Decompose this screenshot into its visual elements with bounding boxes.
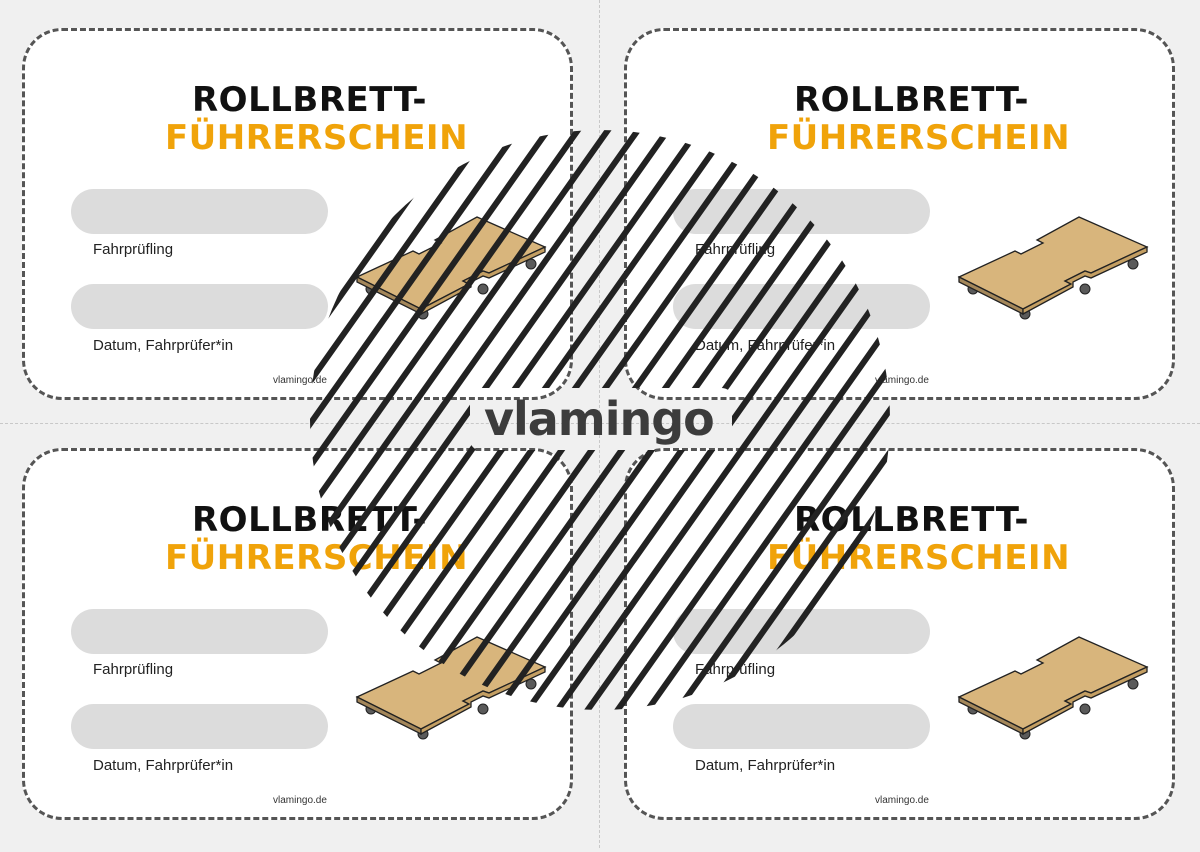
license-card: ROLLBRETT- FÜHRERSCHEIN Fahrprüfling Dat… [22,28,573,400]
rollbrett-icon [955,621,1150,746]
date-examiner-field-label: Datum, Fahrprüfer*in [695,757,836,774]
rollbrett-icon [353,201,548,326]
website-label: vlamingo.de [875,375,929,386]
date-examiner-field[interactable] [71,704,328,749]
date-examiner-field[interactable] [673,704,930,749]
title-line-1: ROLLBRETT- [793,500,1029,540]
name-field-label: Fahrprüfling [695,241,776,258]
license-card: ROLLBRETT- FÜHRERSCHEIN Fahrprüfling Dat… [624,28,1175,400]
website-label: vlamingo.de [875,795,929,806]
card-title: ROLLBRETT- FÜHRERSCHEIN [25,81,570,157]
title-line-2: FÜHRERSCHEIN [164,118,469,158]
title-line-1: ROLLBRETT- [793,80,1029,120]
title-line-2: FÜHRERSCHEIN [766,538,1071,578]
name-field-label: Fahrprüfling [695,661,776,678]
name-field[interactable] [71,189,328,234]
name-field-label: Fahrprüfling [93,661,174,678]
rollbrett-icon [955,201,1150,326]
cut-line-horizontal [0,423,1200,424]
date-examiner-field[interactable] [673,284,930,329]
rollbrett-icon [353,621,548,746]
cut-line-vertical [599,0,600,848]
date-examiner-field-label: Datum, Fahrprüfer*in [695,337,836,354]
date-examiner-field[interactable] [71,284,328,329]
title-line-1: ROLLBRETT- [191,500,427,540]
name-field[interactable] [673,609,930,654]
website-label: vlamingo.de [273,375,327,386]
name-field-label: Fahrprüfling [93,241,174,258]
license-card: ROLLBRETT- FÜHRERSCHEIN Fahrprüfling Dat… [624,448,1175,820]
name-field[interactable] [71,609,328,654]
title-line-1: ROLLBRETT- [191,80,427,120]
name-field[interactable] [673,189,930,234]
date-examiner-field-label: Datum, Fahrprüfer*in [93,757,234,774]
website-label: vlamingo.de [273,795,327,806]
date-examiner-field-label: Datum, Fahrprüfer*in [93,337,234,354]
card-title: ROLLBRETT- FÜHRERSCHEIN [627,501,1172,577]
license-card: ROLLBRETT- FÜHRERSCHEIN Fahrprüfling Dat… [22,448,573,820]
title-line-2: FÜHRERSCHEIN [766,118,1071,158]
card-title: ROLLBRETT- FÜHRERSCHEIN [25,501,570,577]
card-title: ROLLBRETT- FÜHRERSCHEIN [627,81,1172,157]
title-line-2: FÜHRERSCHEIN [164,538,469,578]
